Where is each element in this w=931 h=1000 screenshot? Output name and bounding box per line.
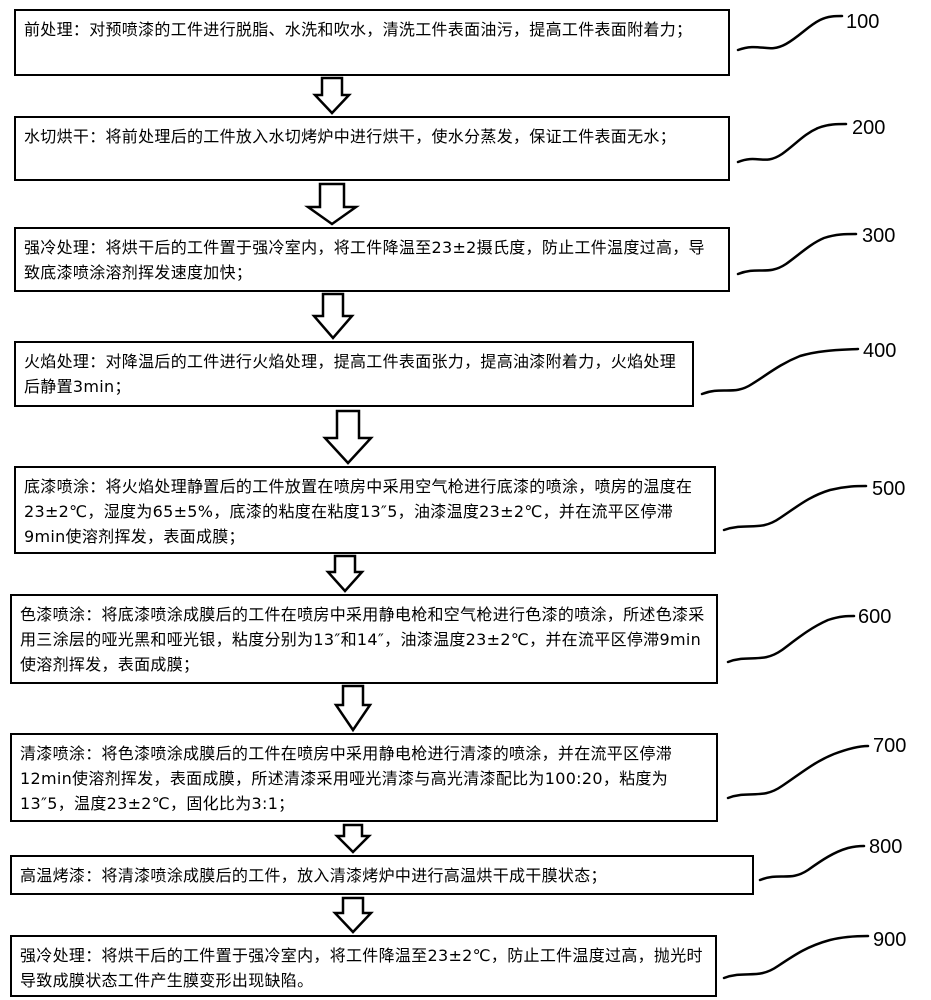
step-box-600: 色漆喷涂：将底漆喷涂成膜后的工件在喷房中采用静电枪和空气枪进行色漆的喷涂，所述色… <box>10 594 718 684</box>
leader-line-200 <box>736 122 848 164</box>
step-box-900: 强冷处理：将烘干后的工件置于强冷室内，将工件降温至23±2℃，防止工件温度过高，… <box>10 935 717 997</box>
step-number-100: 100 <box>846 11 880 33</box>
step-box-400: 火焰处理：对降温后的工件进行火焰处理，提高工件表面张力，提高油漆附着力，火焰处理… <box>14 341 694 407</box>
leader-line-800 <box>758 844 866 882</box>
step-text-100: 前处理：对预喷漆的工件进行脱脂、水洗和吹水，清洗工件表面油污，提高工件表面附着力… <box>24 20 693 39</box>
step-text-700: 清漆喷涂：将色漆喷涂成膜后的工件在喷房中采用静电枪进行清漆的喷涂，并在流平区停滞… <box>20 744 673 813</box>
down-arrow-icon <box>304 182 360 226</box>
down-arrow-icon <box>322 409 374 465</box>
step-box-200: 水切烘干：将前处理后的工件放入水切烤炉中进行烘干，使水分蒸发，保证工件表面无水； <box>14 116 730 181</box>
down-arrow-icon <box>333 684 373 733</box>
step-number-700: 700 <box>873 735 907 757</box>
step-text-600: 色漆喷涂：将底漆喷涂成膜后的工件在喷房中采用静电枪和空气枪进行色漆的喷涂，所述色… <box>20 605 705 674</box>
step-text-800: 高温烤漆：将清漆喷涂成膜后的工件，放入清漆烤炉中进行高温烘干成干膜状态； <box>20 866 607 885</box>
leader-line-400 <box>700 347 860 396</box>
step-box-100: 前处理：对预喷漆的工件进行脱脂、水洗和吹水，清洗工件表面油污，提高工件表面附着力… <box>14 9 730 76</box>
down-arrow-icon <box>311 292 355 340</box>
step-text-400: 火焰处理：对降温后的工件进行火焰处理，提高工件表面张力，提高油漆附着力，火焰处理… <box>24 352 677 396</box>
step-text-300: 强冷处理：将烘干后的工件置于强冷室内，将工件降温至23±2摄氏度，防止工件温度过… <box>24 238 705 282</box>
step-number-300: 300 <box>862 225 896 247</box>
leader-line-500 <box>722 484 868 532</box>
down-arrow-icon <box>325 554 365 593</box>
step-text-900: 强冷处理：将烘干后的工件置于强冷室内，将工件降温至23±2℃，防止工件温度过高，… <box>20 946 703 990</box>
step-box-800: 高温烤漆：将清漆喷涂成膜后的工件，放入清漆烤炉中进行高温烘干成干膜状态； <box>10 855 754 895</box>
leader-line-700 <box>726 744 870 800</box>
step-number-200: 200 <box>852 117 886 139</box>
step-text-200: 水切烘干：将前处理后的工件放入水切烤炉中进行烘干，使水分蒸发，保证工件表面无水； <box>24 127 677 146</box>
down-arrow-icon <box>333 823 373 854</box>
step-number-500: 500 <box>872 478 906 500</box>
down-arrow-icon <box>332 896 374 934</box>
step-number-400: 400 <box>863 340 897 362</box>
step-text-500: 底漆喷涂：将火焰处理静置后的工件放置在喷房中采用空气枪进行底漆的喷涂，喷房的温度… <box>24 477 693 546</box>
leader-line-300 <box>736 232 858 276</box>
leader-line-600 <box>726 614 856 664</box>
step-box-700: 清漆喷涂：将色漆喷涂成膜后的工件在喷房中采用静电枪进行清漆的喷涂，并在流平区停滞… <box>10 733 718 822</box>
step-number-900: 900 <box>873 929 907 951</box>
leader-line-900 <box>722 934 870 980</box>
step-box-500: 底漆喷涂：将火焰处理静置后的工件放置在喷房中采用空气枪进行底漆的喷涂，喷房的温度… <box>14 466 716 554</box>
step-number-800: 800 <box>869 836 903 858</box>
step-number-600: 600 <box>858 606 892 628</box>
leader-line-100 <box>736 14 844 52</box>
step-box-300: 强冷处理：将烘干后的工件置于强冷室内，将工件降温至23±2摄氏度，防止工件温度过… <box>14 227 730 292</box>
down-arrow-icon <box>312 76 352 115</box>
